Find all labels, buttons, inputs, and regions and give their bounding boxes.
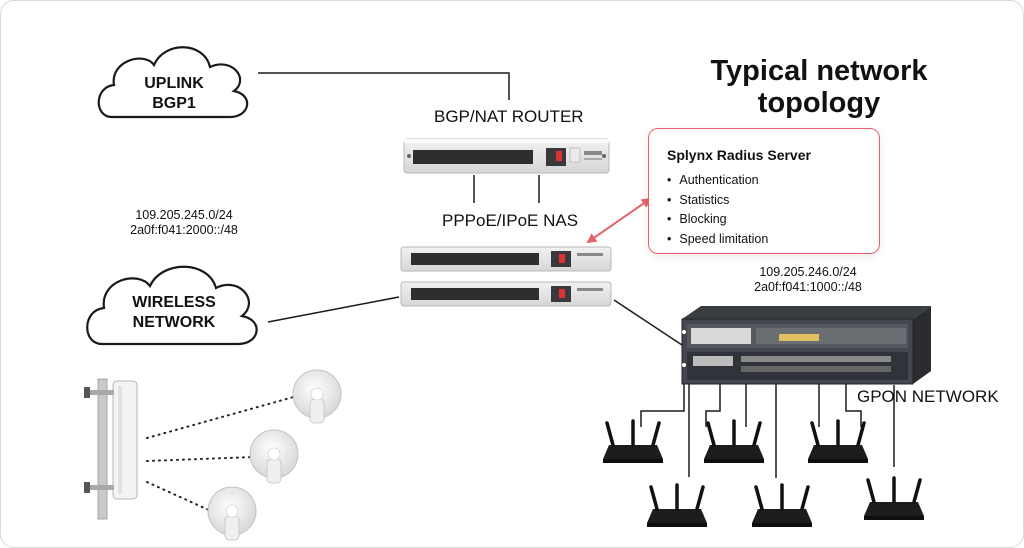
wireless-subnet-v4: 109.205.245.0/24 — [135, 208, 233, 222]
olt-chassis-icon — [681, 306, 931, 385]
wifi-router-icon — [647, 483, 707, 527]
title-line-2: topology — [757, 87, 881, 119]
wireless-subnet: 109.205.245.0/24 2a0f:f041:2000::/48 — [119, 208, 249, 238]
title-line-1: Typical network — [710, 55, 928, 87]
cloud-icon — [97, 46, 249, 119]
gpon-subnet-v4: 109.205.246.0/24 — [759, 265, 857, 279]
rack-router-icon — [400, 281, 612, 307]
wireless-links — [146, 395, 298, 512]
wireless-subnet-v6: 2a0f:f041:2000::/48 — [130, 223, 238, 237]
wireless-line-2: NETWORK — [132, 314, 216, 331]
connection-lines — [258, 72, 895, 478]
cloud-icon — [86, 265, 258, 346]
wireless-cloud-label: WIRELESS NETWORK — [114, 293, 234, 333]
radius-server-box: Splynx Radius Server Authentication Stat… — [648, 128, 880, 254]
wireless-to-nas-line — [267, 296, 400, 323]
radius-arrow — [586, 197, 652, 244]
sector-antenna-icon — [84, 378, 138, 520]
nas-label: PPPoE/IPoE NAS — [442, 211, 579, 230]
uplink-line-2: BGP1 — [152, 95, 196, 112]
rack-router-icon — [400, 246, 612, 272]
dish-antenna-icon — [207, 486, 257, 541]
radius-feature-item: Blocking — [667, 210, 879, 230]
dish-antenna-icon — [292, 369, 342, 424]
radius-feature-item: Authentication — [667, 171, 879, 191]
fiber-line — [845, 383, 862, 427]
radius-feature-item: Speed limitation — [667, 230, 879, 250]
diagram-title: Typical network topology — [701, 55, 937, 119]
dish-antenna-icon — [249, 429, 299, 484]
wifi-router-icon — [752, 483, 812, 527]
radius-feature-item: Statistics — [667, 191, 879, 211]
nas-to-olt-line — [613, 299, 683, 346]
rack-router-icon — [403, 138, 610, 174]
radius-feature-list: Authentication Statistics Blocking Speed… — [667, 171, 879, 249]
wireless-link — [146, 456, 255, 462]
wifi-router-icon — [808, 419, 868, 463]
wireless-link — [146, 481, 212, 512]
uplink-to-router-line — [258, 72, 510, 100]
fiber-line — [705, 383, 721, 427]
wifi-router-icon — [603, 419, 663, 463]
gpon-subnet-v6: 2a0f:f041:1000::/48 — [754, 280, 862, 294]
fiber-line — [640, 381, 685, 427]
radius-server-title: Splynx Radius Server — [667, 147, 811, 163]
bgp-router-label: BGP/NAT ROUTER — [434, 107, 584, 126]
wireless-line-1: WIRELESS — [132, 294, 216, 311]
gpon-subnet: 109.205.246.0/24 2a0f:f041:1000::/48 — [743, 265, 873, 295]
gpon-label: GPON NETWORK — [857, 387, 999, 406]
uplink-cloud-label: UPLINK BGP1 — [124, 74, 224, 114]
uplink-line-1: UPLINK — [144, 75, 204, 92]
wifi-router-icon — [864, 476, 924, 520]
wifi-router-icon — [704, 419, 764, 463]
wireless-link — [146, 395, 298, 439]
